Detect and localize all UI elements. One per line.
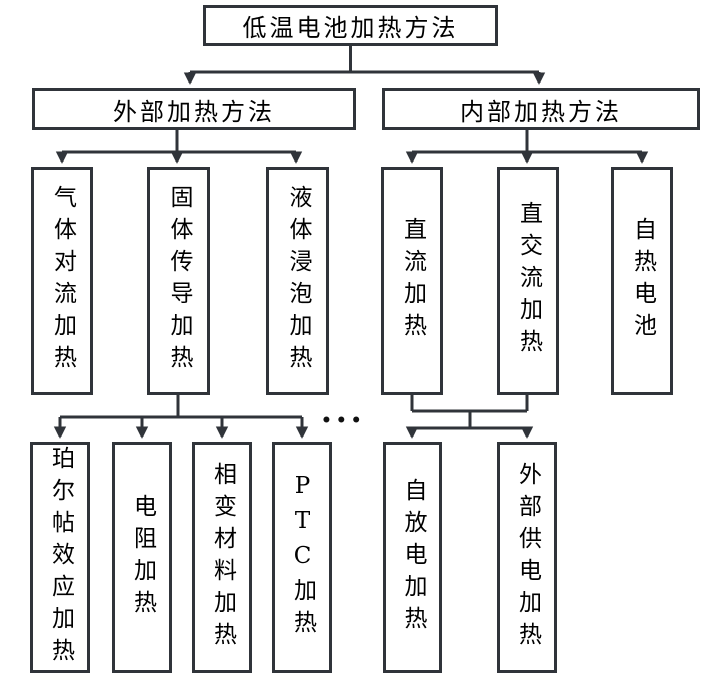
node-peltier-effect: 珀尔帖效应加热: [30, 442, 90, 673]
node-phase-change-material-label: 相变材料加热: [209, 461, 236, 654]
more-items-ellipsis: •••: [321, 411, 366, 431]
node-dc-heating-label: 直流加热: [399, 217, 426, 345]
node-self-heating-battery-label: 自热电池: [629, 217, 656, 345]
node-external-heating-label: 外部加热方法: [113, 97, 275, 126]
node-solid-conduction-label: 固体传导加热: [166, 185, 192, 377]
node-external-heating: 外部加热方法: [32, 88, 356, 130]
node-dc-ac-heating-label: 直交流加热: [515, 201, 542, 361]
node-phase-change-material: 相变材料加热: [192, 442, 252, 673]
node-self-discharge-label: 自放电加热: [400, 477, 426, 638]
node-external-power-supply: 外部供电加热: [497, 442, 557, 673]
node-self-heating-battery: 自热电池: [611, 167, 673, 395]
node-gas-convection: 气体对流加热: [31, 167, 93, 395]
node-self-discharge: 自放电加热: [383, 442, 442, 673]
node-internal-heating: 内部加热方法: [382, 88, 700, 130]
node-peltier-effect-label: 珀尔帖效应加热: [47, 445, 74, 670]
node-liquid-immersion: 液体浸泡加热: [266, 167, 329, 395]
node-liquid-immersion-label: 液体浸泡加热: [285, 185, 311, 377]
node-root-label: 低温电池加热方法: [242, 14, 459, 42]
node-ptc-heating-label: PTC加热: [289, 473, 316, 642]
node-dc-ac-heating: 直交流加热: [497, 167, 559, 395]
node-external-power-supply-label: 外部供电加热: [514, 461, 541, 654]
node-dc-heating: 直流加热: [381, 167, 443, 395]
node-solid-conduction: 固体传导加热: [147, 167, 210, 395]
node-internal-heating-label: 内部加热方法: [460, 97, 622, 126]
node-ptc-heating: PTC加热: [272, 442, 332, 673]
node-root: 低温电池加热方法: [203, 5, 498, 46]
node-gas-convection-label: 气体对流加热: [49, 185, 76, 377]
node-resistance-heating: 电阻加热: [112, 442, 172, 673]
node-resistance-heating-label: 电阻加热: [129, 493, 156, 622]
